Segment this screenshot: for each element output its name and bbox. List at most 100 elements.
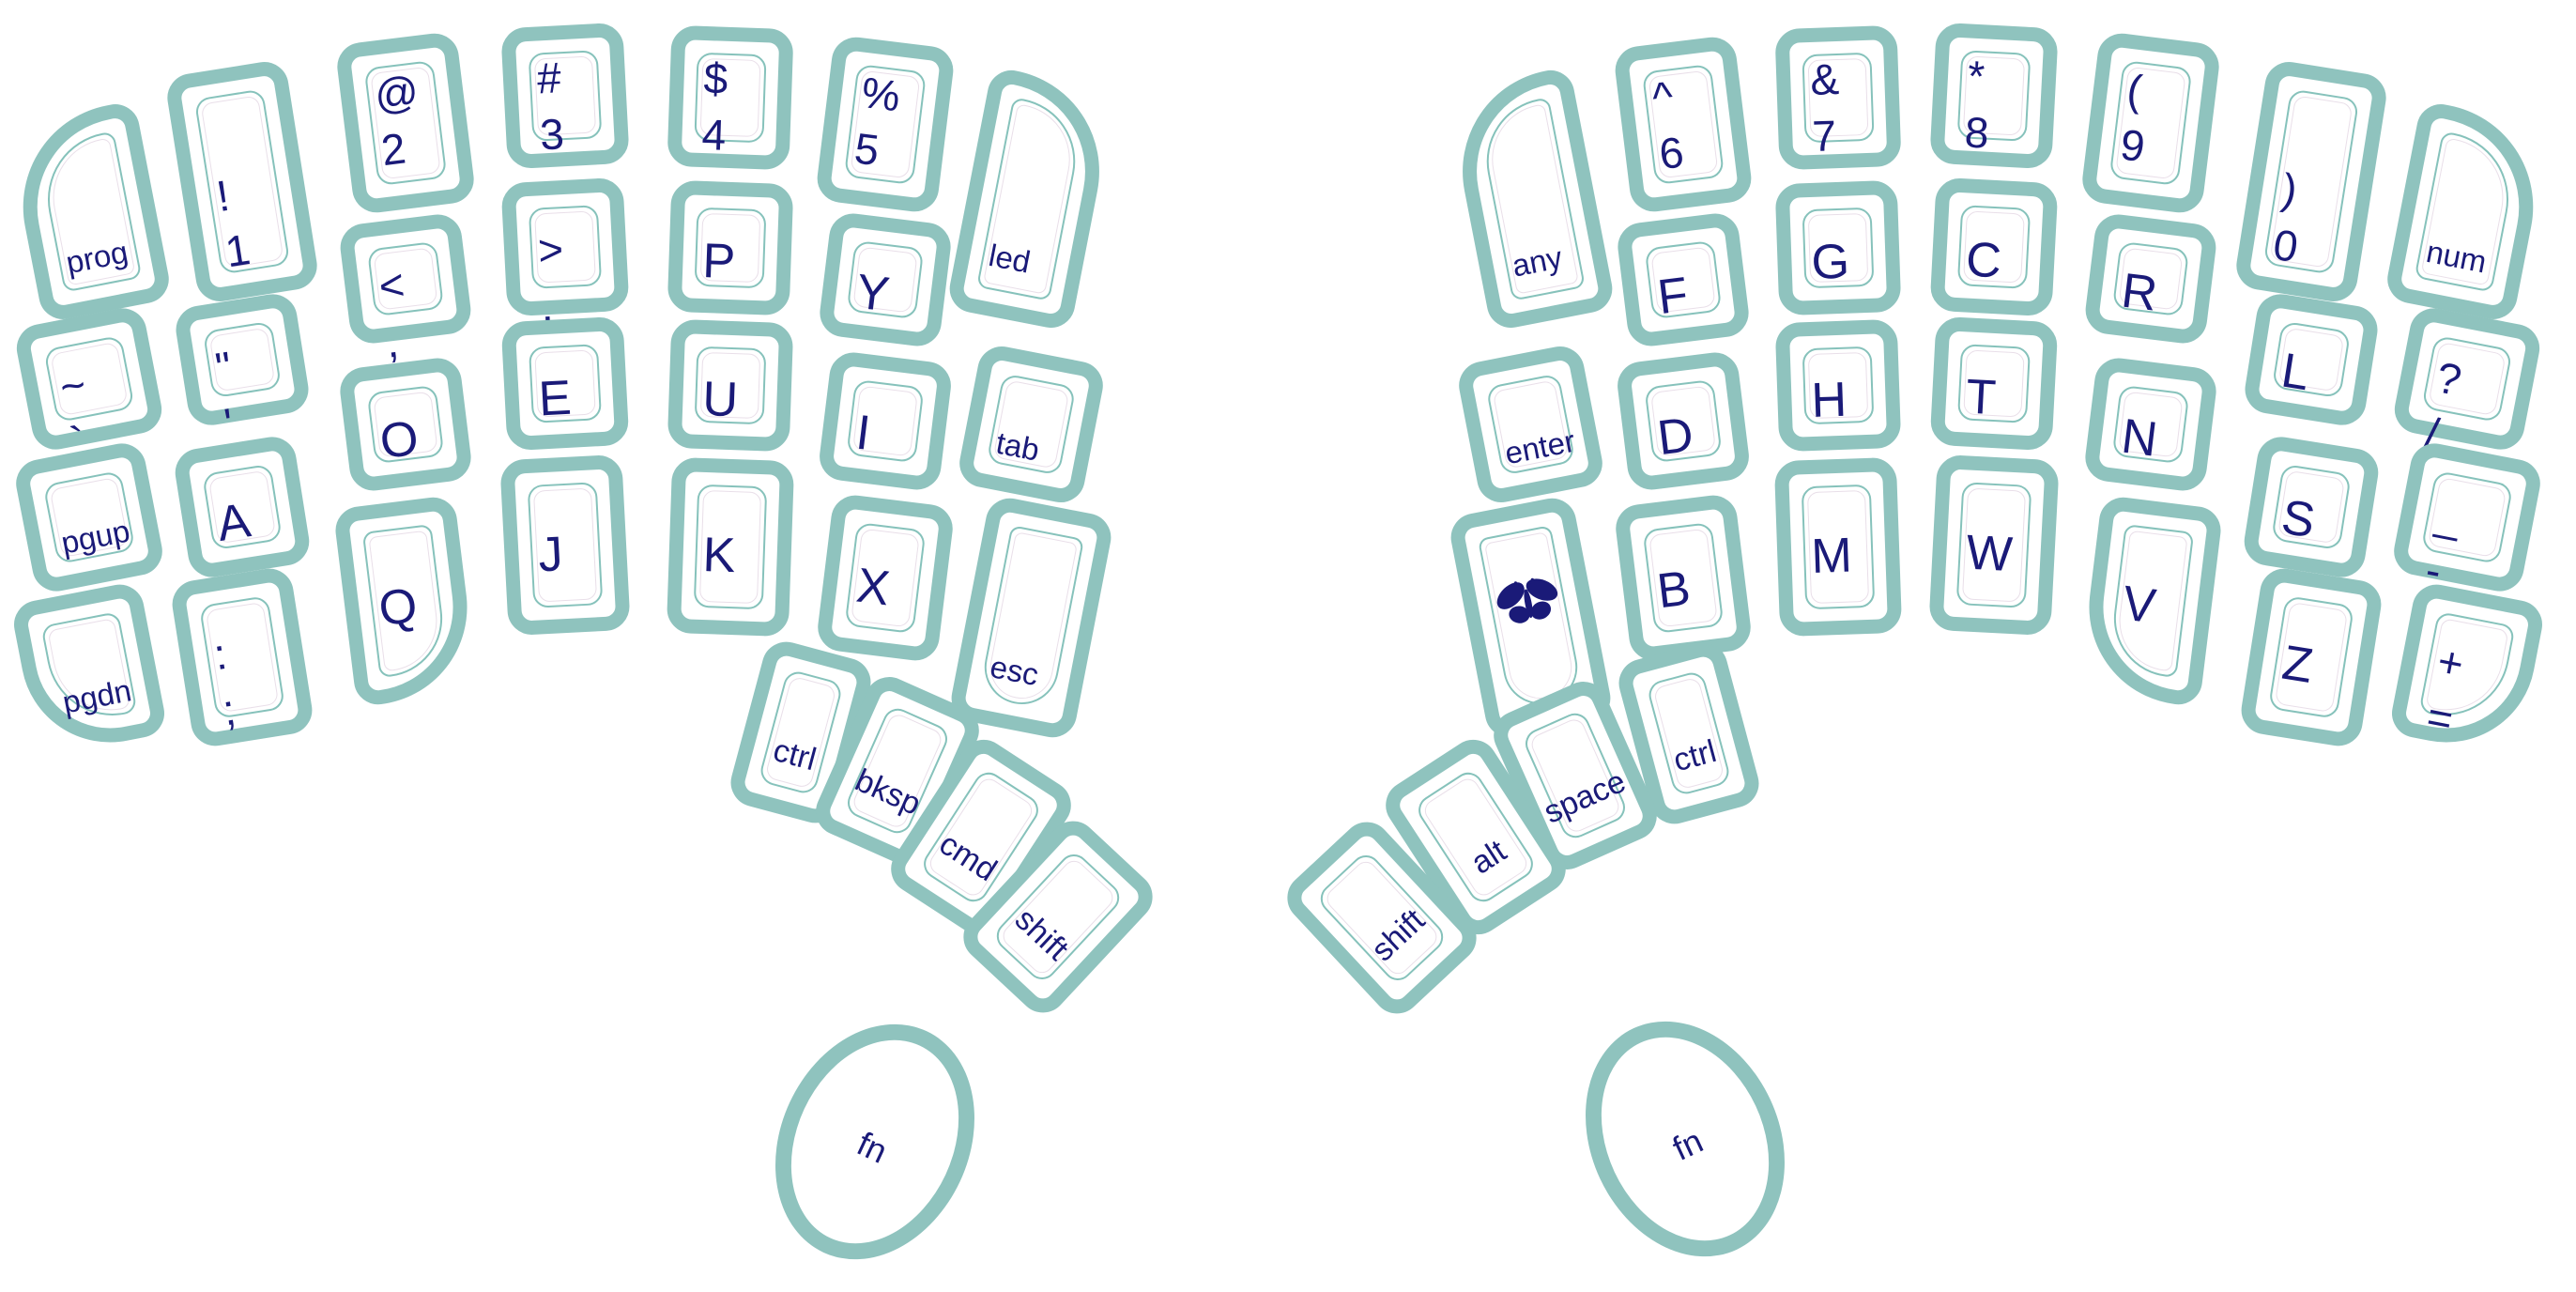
key-h: H: [1774, 318, 1902, 452]
key-led: led: [944, 66, 1117, 332]
key-legend: led: [986, 238, 1033, 281]
key-legend: pgdn: [60, 672, 134, 720]
key-legend: O: [376, 410, 422, 469]
key-legend-line: W: [1965, 524, 2015, 582]
key-legend-line: <: [376, 259, 407, 312]
key-legend-line: O: [376, 410, 422, 469]
key-legend-line: $: [702, 53, 729, 103]
key-s: S: [2241, 433, 2382, 581]
key-o: O: [337, 355, 474, 494]
key-legend-line: @: [371, 65, 422, 120]
key-legend: ctrl: [750, 727, 839, 783]
key-legend-line: fn: [1666, 1121, 1710, 1169]
key-pgup: pgup: [11, 438, 167, 596]
key-legend-line: 4: [700, 109, 728, 160]
key-legend-line: G: [1810, 234, 1850, 290]
key-legend-line: 5: [851, 122, 882, 175]
key-b: B: [1613, 492, 1754, 663]
key-legend-line: &: [1809, 54, 1840, 104]
key-legend: ^6: [1649, 69, 1687, 183]
key-legend-line: P: [701, 233, 737, 289]
key-legend: @2: [372, 63, 429, 179]
key-legend: F: [1654, 267, 1692, 326]
key-legend: J: [537, 526, 564, 581]
key-legend-line: num: [2423, 233, 2490, 279]
key-legend: R: [2118, 263, 2161, 322]
key-legend-line: 7: [1811, 110, 1837, 161]
key-legend: G: [1810, 234, 1850, 290]
key-legend-line: V: [2119, 576, 2159, 635]
key-butterfly: [1446, 494, 1615, 742]
key-legend-line: led: [985, 237, 1034, 280]
key-t: T: [1929, 315, 2059, 451]
key-legend-line: 2: [378, 123, 409, 176]
key-any: any: [1444, 66, 1617, 332]
key-legend-line: S: [2277, 489, 2319, 549]
key-legend-line: ;: [219, 684, 239, 735]
key-j: J: [499, 454, 631, 636]
key-legend: +=: [2422, 633, 2468, 748]
key-legend: fn: [1609, 1095, 1767, 1196]
key-legend: D: [1655, 407, 1696, 465]
key-quote: "': [172, 290, 313, 449]
key-i: I: [817, 349, 954, 492]
key-legend-line: A: [213, 493, 254, 553]
key-legend: H: [1811, 372, 1848, 427]
key-legend-line: C: [1964, 232, 2003, 288]
butterfly-icon: [1473, 561, 1583, 646]
key-amp-7: &7: [1774, 24, 1902, 171]
key-legend-line: Q: [376, 577, 421, 638]
key-excl-1: !1: [163, 57, 321, 305]
key-legend: enter: [1501, 423, 1577, 472]
key-legend: esc: [987, 649, 1040, 693]
key-legend-line: tab: [992, 424, 1042, 468]
key-legend: L: [2277, 344, 2313, 402]
key-u: U: [667, 318, 794, 452]
key-w: W: [1928, 454, 2060, 636]
key-legend: N: [2118, 408, 2161, 468]
key-legend: :;: [210, 626, 239, 739]
key-legend: $4: [701, 51, 729, 163]
key-legend-line: M: [1810, 527, 1853, 584]
key-legend: Z: [2278, 635, 2317, 695]
key-legend-line: 6: [1656, 126, 1687, 178]
key-legend-line: 8: [1963, 107, 1990, 158]
key-legend-line: R: [2118, 263, 2161, 322]
key-x: X: [815, 492, 956, 663]
key-tilde-backtick: ~`: [12, 303, 166, 467]
key-legend-line: _: [2432, 489, 2466, 543]
key-legend-line: +: [2433, 636, 2468, 689]
key-legend: *8: [1963, 48, 1993, 162]
key-legend: >.: [537, 222, 568, 335]
key-legend: space: [1536, 762, 1634, 833]
key-v: V: [2078, 494, 2224, 708]
key-legend: U: [701, 371, 740, 427]
key-legend-line: U: [701, 371, 740, 427]
key-legend: V: [2120, 577, 2158, 635]
key-legend-line: *: [1966, 51, 1986, 101]
key-legend-line: ): [2278, 163, 2301, 215]
key-paren-9: (9: [2079, 30, 2222, 216]
key-z: Z: [2237, 564, 2385, 750]
key-legend: shift: [994, 888, 1089, 980]
key-legend: A: [213, 493, 254, 553]
key-legend: B: [1654, 561, 1693, 619]
key-lt-comma: <,: [337, 211, 474, 367]
key-legend: X: [853, 558, 892, 616]
key-legend-line: prog: [63, 233, 131, 280]
key-legend-line: fn: [851, 1124, 894, 1172]
key-legend-line: N: [2118, 408, 2161, 468]
key-legend-line: ~: [55, 359, 90, 412]
key-legend: Y: [853, 264, 892, 322]
key-legend: K: [702, 527, 737, 582]
key-legend: alt: [1439, 815, 1540, 898]
key-legend-line: %: [858, 67, 903, 121]
key-underscore-minus: _-: [2389, 438, 2545, 595]
key-star-8: *8: [1929, 22, 2059, 170]
key-e: E: [500, 315, 630, 451]
key-legend-line: ^: [1649, 71, 1677, 123]
key-legend: S: [2277, 489, 2319, 549]
key-legend-line: F: [1654, 267, 1692, 325]
key-legend-line: Z: [2278, 635, 2317, 695]
